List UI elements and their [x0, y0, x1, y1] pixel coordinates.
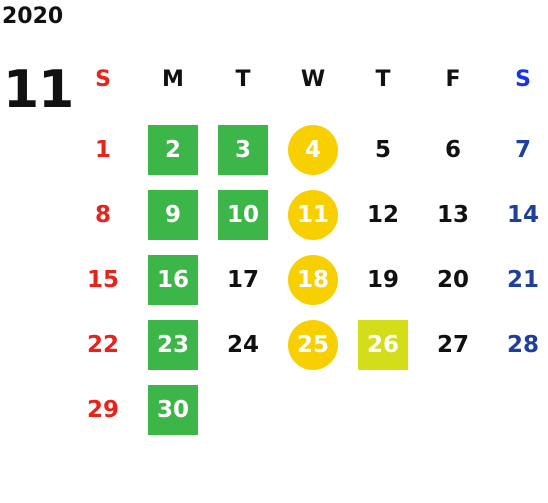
- day-cell[interactable]: 24: [208, 313, 278, 378]
- year-label: 2020: [2, 4, 64, 29]
- day-number: 7: [514, 137, 531, 163]
- day-cell[interactable]: 25: [278, 313, 348, 378]
- day-number: 28: [506, 332, 539, 358]
- day-cell[interactable]: 21: [488, 248, 548, 313]
- day-number: 14: [506, 202, 539, 228]
- day-number: 10: [218, 190, 268, 240]
- day-number: 11: [288, 190, 338, 240]
- day-cell[interactable]: 9: [138, 183, 208, 248]
- day-cell[interactable]: 26: [348, 313, 418, 378]
- day-number: 27: [436, 332, 469, 358]
- day-number: 30: [148, 385, 198, 435]
- day-number: 1: [94, 137, 111, 163]
- day-cell[interactable]: 11: [278, 183, 348, 248]
- day-number: 9: [148, 190, 198, 240]
- day-cell[interactable]: 10: [208, 183, 278, 248]
- day-number: 24: [226, 332, 259, 358]
- day-cell[interactable]: 3: [208, 118, 278, 183]
- day-number: 22: [86, 332, 119, 358]
- day-cell[interactable]: 19: [348, 248, 418, 313]
- day-cell[interactable]: 1: [68, 118, 138, 183]
- day-number: 8: [94, 202, 111, 228]
- day-number: 25: [288, 320, 338, 370]
- weekday-header: T: [375, 67, 391, 92]
- day-number: 23: [148, 320, 198, 370]
- month-number: 11: [3, 60, 74, 120]
- day-number: 3: [218, 125, 268, 175]
- day-cell[interactable]: 29: [68, 378, 138, 443]
- day-number: 6: [444, 137, 461, 163]
- day-cell[interactable]: 18: [278, 248, 348, 313]
- weekday-header: S: [95, 67, 111, 92]
- weekday-header: M: [162, 67, 184, 92]
- day-cell[interactable]: 23: [138, 313, 208, 378]
- day-cell[interactable]: 6: [418, 118, 488, 183]
- weekday-header: T: [235, 67, 251, 92]
- weekday-header: S: [515, 67, 531, 92]
- day-cell[interactable]: 16: [138, 248, 208, 313]
- day-cell[interactable]: 20: [418, 248, 488, 313]
- day-number: 20: [436, 267, 469, 293]
- day-number: 13: [436, 202, 469, 228]
- day-number: 15: [86, 267, 119, 293]
- day-number: 5: [374, 137, 391, 163]
- day-cell[interactable]: 15: [68, 248, 138, 313]
- day-number: 18: [288, 255, 338, 305]
- day-number: 17: [226, 267, 259, 293]
- day-cell[interactable]: 14: [488, 183, 548, 248]
- day-cell[interactable]: 8: [68, 183, 138, 248]
- day-cell[interactable]: 27: [418, 313, 488, 378]
- day-number: 21: [506, 267, 539, 293]
- day-number: 2: [148, 125, 198, 175]
- day-cell[interactable]: 17: [208, 248, 278, 313]
- day-cell[interactable]: 5: [348, 118, 418, 183]
- weekday-header: W: [300, 67, 326, 92]
- day-cell[interactable]: 22: [68, 313, 138, 378]
- day-number: 4: [288, 125, 338, 175]
- day-cell[interactable]: 13: [418, 183, 488, 248]
- day-cell[interactable]: 30: [138, 378, 208, 443]
- day-cell[interactable]: 7: [488, 118, 548, 183]
- day-number: 19: [366, 267, 399, 293]
- day-cell[interactable]: 28: [488, 313, 548, 378]
- day-number: 26: [358, 320, 408, 370]
- weekday-header: F: [445, 67, 461, 92]
- day-number: 12: [366, 202, 399, 228]
- day-cell[interactable]: 4: [278, 118, 348, 183]
- day-number: 29: [86, 397, 119, 423]
- day-number: 16: [148, 255, 198, 305]
- day-cell[interactable]: 12: [348, 183, 418, 248]
- day-cell[interactable]: 2: [138, 118, 208, 183]
